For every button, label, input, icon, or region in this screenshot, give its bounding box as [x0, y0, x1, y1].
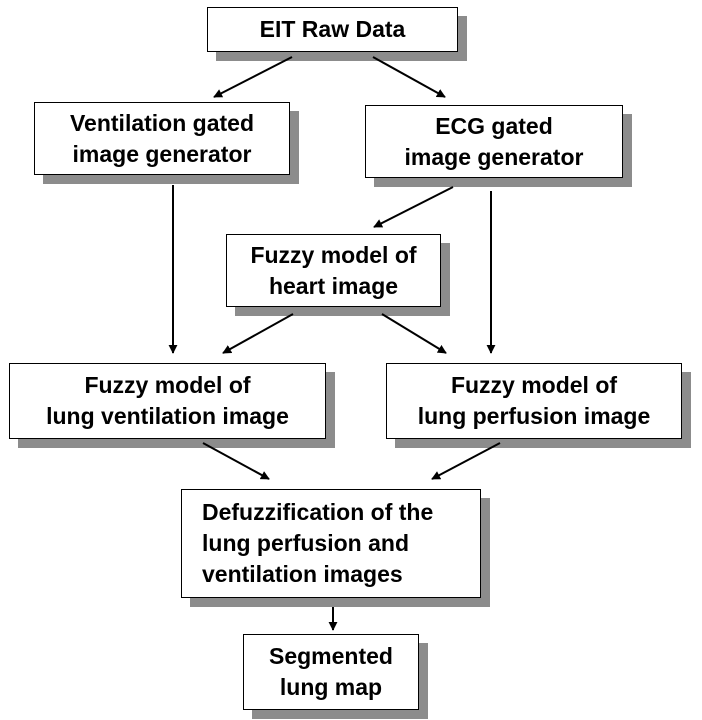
node-label-line: ventilation images [202, 561, 403, 587]
arrow-ecg-to-heart [373, 186, 454, 228]
node-ventilation-gated-generator: Ventilation gated image generator [34, 102, 290, 175]
node-label-line: lung perfusion image [417, 403, 651, 429]
node-label-line: Fuzzy model of [84, 372, 251, 398]
node-label-line: image generator [72, 140, 252, 167]
node-label-line: Defuzzification of the [202, 499, 434, 525]
node-fuzzy-lung-ventilation-model: Fuzzy model of lung ventilation image [9, 363, 326, 439]
arrow-heart-to-lung-ventilation [222, 313, 294, 354]
node-fuzzy-lung-perfusion-model: Fuzzy model of lung perfusion image [386, 363, 682, 439]
node-eit-raw-data: EIT Raw Data [207, 7, 458, 52]
node-label-line: heart image [268, 272, 399, 299]
node-defuzzification: Defuzzification of the lung perfusion an… [181, 489, 481, 598]
node-label-line: ECG gated [435, 112, 553, 139]
node-label-line: lung perfusion and [202, 530, 409, 556]
arrow-raw-to-ventilation [213, 56, 293, 98]
arrow-heart-to-lung-perfusion [381, 313, 447, 354]
node-label-line: Fuzzy model of [250, 241, 417, 268]
node-fuzzy-heart-model: Fuzzy model of heart image [226, 234, 441, 307]
node-label-line: lung map [279, 674, 383, 700]
node-ecg-gated-generator: ECG gated image generator [365, 105, 623, 178]
node-label-line: Ventilation gated [69, 109, 255, 136]
node-label-line: EIT Raw Data [259, 16, 406, 42]
arrow-lung-ventilation-to-defuzz [202, 442, 270, 480]
node-label-line: image generator [404, 143, 584, 170]
arrow-raw-to-ecg [372, 56, 446, 98]
node-label-line: Segmented [269, 643, 393, 669]
arrow-lung-perfusion-to-defuzz [431, 442, 501, 480]
node-label-line: lung ventilation image [46, 403, 289, 429]
node-segmented-lung-map: Segmented lung map [243, 634, 419, 710]
node-label-line: Fuzzy model of [450, 372, 618, 398]
